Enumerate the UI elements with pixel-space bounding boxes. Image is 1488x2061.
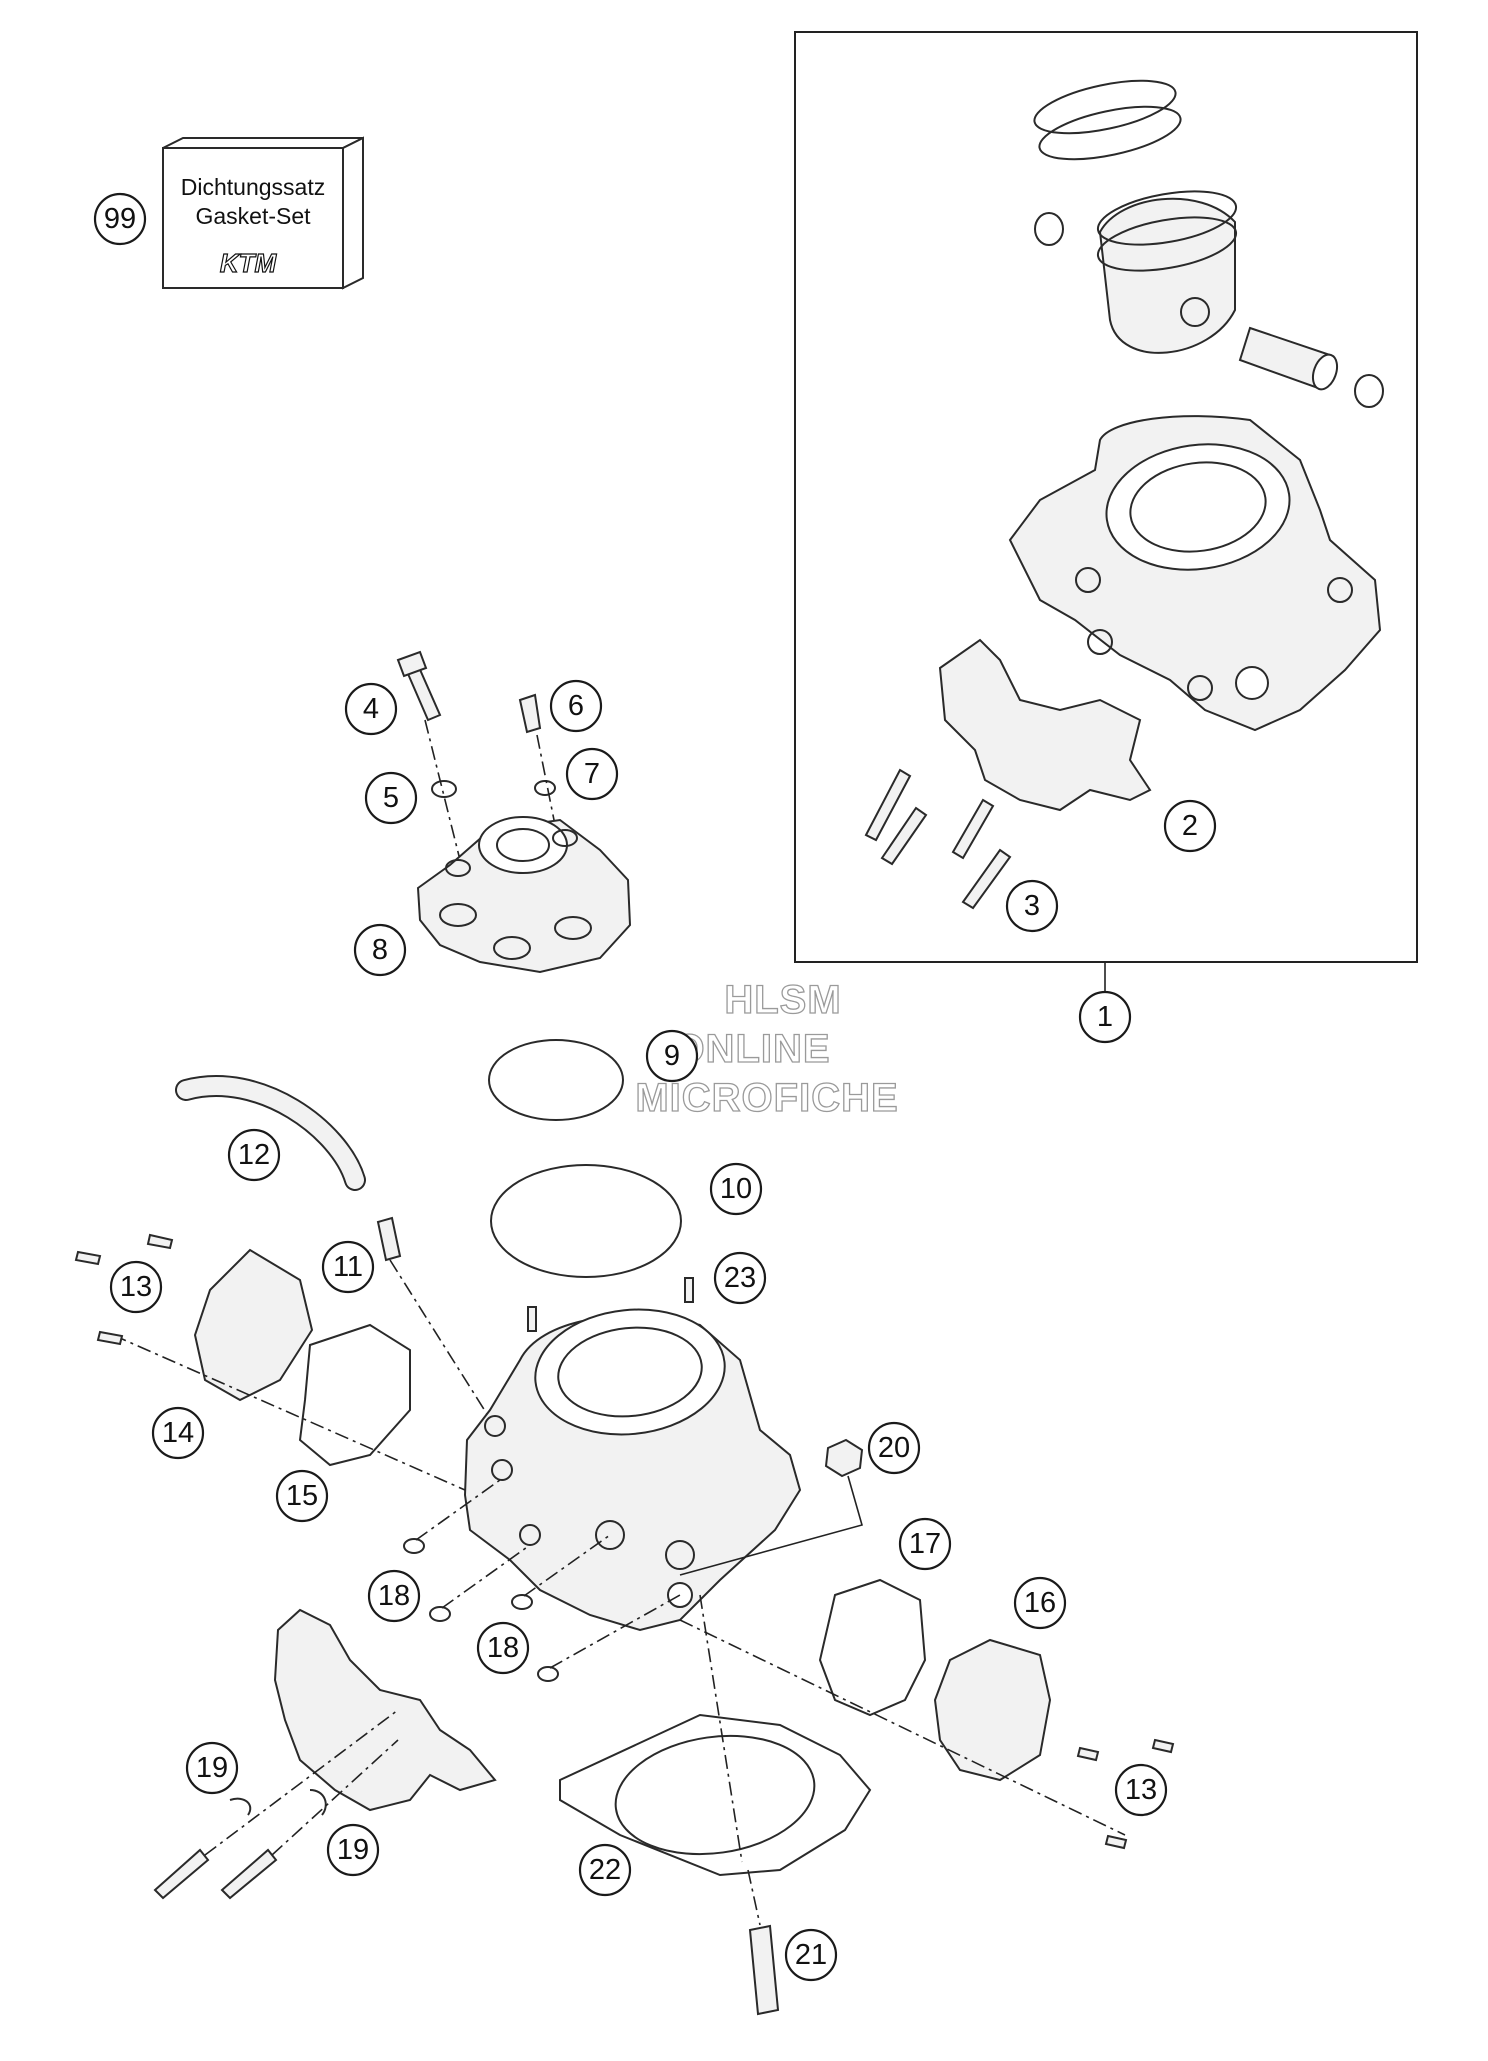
piston-pin: [1238, 326, 1339, 391]
washer-5: [431, 780, 457, 798]
callout-8[interactable]: 8: [353, 923, 407, 977]
callout-10[interactable]: 10: [709, 1162, 763, 1216]
svg-text:16: 16: [1024, 1587, 1056, 1619]
svg-text:7: 7: [584, 758, 600, 790]
callout-20[interactable]: 20: [867, 1421, 921, 1475]
callout-18-lower[interactable]: 18: [476, 1621, 530, 1675]
exhaust-flange: [273, 1608, 497, 1812]
water-pump-gasket: [298, 1323, 411, 1467]
main-cylinder: [463, 1308, 802, 1632]
watermark-line-3: MICROFICHE: [635, 1076, 898, 1120]
callout-16[interactable]: 16: [1013, 1576, 1067, 1630]
callout-5[interactable]: 5: [364, 771, 418, 825]
watermark-line-1: HLSM: [724, 978, 841, 1022]
gasket-set-label-en: Gasket-Set: [195, 203, 311, 229]
ktm-logo: KTM: [220, 248, 278, 278]
kit-cylinder: [1008, 415, 1382, 732]
callout-99[interactable]: 99: [93, 192, 147, 246]
hose-nipple: [376, 1216, 402, 1262]
svg-text:22: 22: [589, 1854, 621, 1886]
piston: [1096, 190, 1238, 354]
callout-1[interactable]: 1: [1078, 990, 1132, 1044]
gasket-set-label-de: Dichtungssatz: [181, 174, 325, 200]
o-rings-18: [403, 1538, 559, 1682]
callout-13-right[interactable]: 13: [1114, 1763, 1168, 1817]
svg-text:10: 10: [720, 1173, 752, 1205]
callout-6[interactable]: 6: [549, 679, 603, 733]
callout-22[interactable]: 22: [578, 1843, 632, 1897]
svg-text:19: 19: [337, 1834, 369, 1866]
svg-text:99: 99: [104, 203, 136, 235]
screws-13-right: [1076, 1738, 1175, 1850]
svg-text:14: 14: [162, 1417, 194, 1449]
svg-text:19: 19: [196, 1752, 228, 1784]
svg-text:17: 17: [909, 1528, 941, 1560]
svg-text:12: 12: [238, 1139, 270, 1171]
callout-13-left[interactable]: 13: [109, 1260, 163, 1314]
dowel-pin-right: [684, 1277, 694, 1303]
svg-text:21: 21: [795, 1939, 827, 1971]
svg-text:2: 2: [1182, 810, 1198, 842]
callout-19-lower[interactable]: 19: [326, 1823, 380, 1877]
callout-18-upper[interactable]: 18: [367, 1569, 421, 1623]
svg-text:6: 6: [568, 690, 584, 722]
piston-pin-circlip-2: [1354, 374, 1384, 408]
callout-14[interactable]: 14: [151, 1406, 205, 1460]
nut-20: [824, 1438, 864, 1478]
dowel-pin-left: [527, 1306, 537, 1332]
svg-text:13: 13: [120, 1271, 152, 1303]
svg-text:3: 3: [1024, 890, 1040, 922]
watermark-line-2: ONLINE: [673, 1027, 830, 1071]
washer-7: [534, 780, 556, 796]
callout-2[interactable]: 2: [1163, 799, 1217, 853]
cylinder-head: [416, 816, 632, 974]
callout-3[interactable]: 3: [1005, 879, 1059, 933]
callout-4[interactable]: 4: [344, 682, 398, 736]
flange-screws: [153, 1848, 278, 1900]
callout-19-upper[interactable]: 19: [185, 1741, 239, 1795]
callout-23[interactable]: 23: [713, 1251, 767, 1305]
svg-text:5: 5: [383, 782, 399, 814]
watermark: HLSM ONLINE MICROFICHE: [635, 977, 899, 1120]
gasket-set-box: Dichtungssatz Gasket-Set KTM: [162, 136, 364, 290]
dowel-pin-21: [748, 1924, 780, 2016]
exhaust-control-gasket: [818, 1578, 927, 1717]
svg-text:9: 9: [664, 1040, 680, 1072]
piston-pin-circlip: [1034, 212, 1064, 246]
svg-text:18: 18: [487, 1632, 519, 1664]
svg-text:23: 23: [724, 1262, 756, 1294]
callout-12[interactable]: 12: [227, 1128, 281, 1182]
callout-11[interactable]: 11: [321, 1240, 375, 1294]
svg-text:4: 4: [363, 693, 379, 725]
cap-screw-6: [518, 693, 542, 734]
callout-9[interactable]: 9: [645, 1029, 699, 1083]
svg-text:13: 13: [1125, 1774, 1157, 1806]
svg-text:8: 8: [372, 934, 388, 966]
callout-17[interactable]: 17: [898, 1517, 952, 1571]
cylinder-head-bolt: [396, 650, 442, 722]
callout-21[interactable]: 21: [784, 1928, 838, 1982]
svg-text:20: 20: [878, 1432, 910, 1464]
kit-exhaust-flange: [938, 638, 1152, 812]
svg-text:1: 1: [1097, 1001, 1113, 1033]
clip-19-right: [309, 1789, 327, 1816]
clip-19-left: [229, 1797, 252, 1816]
piston-rings: [1033, 79, 1182, 161]
exhaust-control-cover: [933, 1638, 1052, 1782]
screws-13-left: [74, 1233, 174, 1346]
svg-text:11: 11: [333, 1251, 363, 1283]
water-pump-cover: [193, 1248, 314, 1402]
o-ring-10: [490, 1164, 682, 1278]
cylinder-base-gasket: [559, 1713, 872, 1877]
callout-7[interactable]: 7: [565, 747, 619, 801]
kit-cylinder-screws: [864, 768, 1012, 910]
callout-15[interactable]: 15: [275, 1469, 329, 1523]
svg-text:15: 15: [286, 1480, 318, 1512]
svg-text:18: 18: [378, 1580, 410, 1612]
o-ring-9: [488, 1039, 624, 1121]
